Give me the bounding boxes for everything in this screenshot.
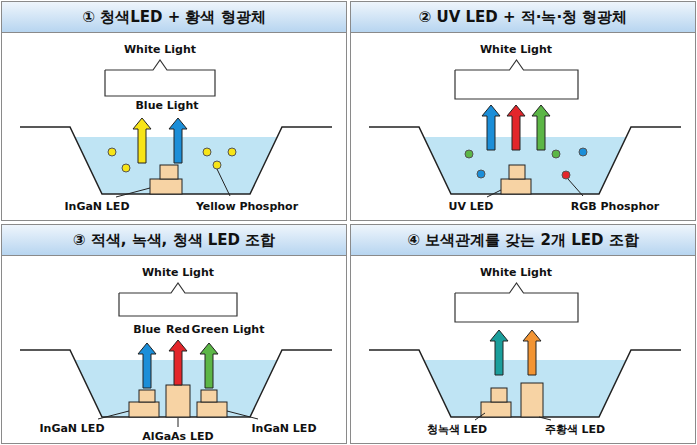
light-label: White Light <box>454 265 579 281</box>
part-label: Blue <box>133 323 160 336</box>
light-label: White Light <box>118 265 238 281</box>
part-label: 주황색 LED <box>545 423 605 436</box>
part-label: Blue Light <box>135 99 198 112</box>
arrow-outline <box>119 283 237 316</box>
white-light-arrow: White Light <box>454 42 579 100</box>
arrow-outline <box>455 60 578 99</box>
panel-box: ② UV LED + 적·녹·청 형광체 White Light <box>350 1 696 221</box>
part-label: 청녹색 LED <box>427 423 487 436</box>
white-light-arrow: White Light <box>454 265 579 323</box>
panel-heading: ③ 적색, 녹색, 청색 LED 조합 <box>2 225 346 256</box>
panel-heading: ① 청색LED + 황색 형광체 <box>2 2 346 33</box>
arrow-outline <box>105 60 215 96</box>
light-label: White Light <box>454 42 579 58</box>
panel-box: ① 청색LED + 황색 형광체 White Light <box>1 1 347 221</box>
panel-heading: ④ 보색관계를 갖는 2개 LED 조합 <box>351 225 695 256</box>
part-label: InGaN LED <box>39 422 104 435</box>
light-label: White Light <box>104 42 216 58</box>
arrow-outline <box>455 283 578 322</box>
part-label: Yellow Phosphor <box>196 200 298 213</box>
part-label: RGB Phosphor <box>571 200 659 213</box>
part-label: UV LED <box>449 200 494 213</box>
package-4 <box>369 330 681 420</box>
panel-heading: ② UV LED + 적·녹·청 형광체 <box>351 2 695 33</box>
part-label: Red <box>166 323 190 336</box>
panel-box: ④ 보색관계를 갖는 2개 LED 조합 White Light <box>350 224 696 444</box>
part-label: AlGaAs LED <box>142 430 213 443</box>
package-2 <box>369 105 681 197</box>
panel-box: ③ 적색, 녹색, 청색 LED 조합 White Light <box>1 224 347 444</box>
part-label: InGaN LED <box>64 200 129 213</box>
package-3 <box>20 340 332 427</box>
package-1 <box>20 118 332 197</box>
part-label: InGaN LED <box>251 422 316 435</box>
white-light-arrow: White Light <box>118 265 238 317</box>
white-light-arrow: White Light <box>104 42 216 97</box>
part-label: Green Light <box>192 323 265 336</box>
